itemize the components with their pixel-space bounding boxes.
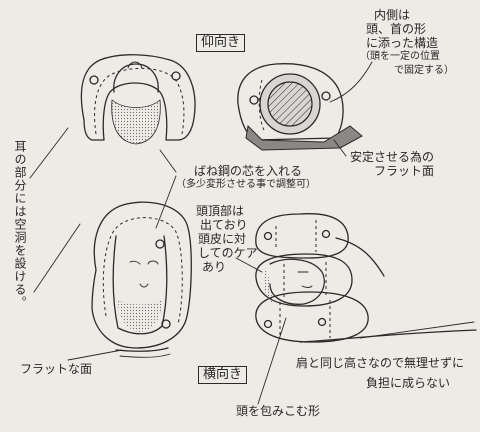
leader-flat [333,139,347,157]
cross-section-view [237,63,363,151]
leader-spring-bottom [155,175,177,229]
leader-ear-top [29,127,69,179]
wrap-head-note: 頭を包みこむ形 [236,404,321,418]
ear-hole-right-top [171,71,181,81]
inner-structure-note: 内側は 頭、首の形 に添った構造 （頭を一定の位置 で固定する） [360,8,454,76]
ear-hole-1-bottom [155,239,165,249]
shoulder-line [335,237,385,277]
upper-roll [255,213,349,259]
leader-ear-bottom [33,223,81,293]
stable-flat-note: 安定させる為の フラット面 [350,150,435,178]
lower-roll [255,291,369,343]
crown-care-note: 頭頂部は 出ており 頭皮に対 してのケア あり [196,204,258,274]
hair-stipple [111,99,161,145]
flat-base-bottom [115,347,169,352]
head-side [269,258,325,305]
spring-core-note: ばね鋼の芯を入れる （多少変形させる事で調整可） [176,164,316,190]
leader-wrap [257,317,287,405]
head-top [113,63,159,93]
head-section-hatched [267,81,313,127]
leader-inner [329,61,373,103]
leader-crown [235,257,263,273]
ear-hole-left-top [89,75,99,85]
head-bottom [112,235,168,335]
leader-flat-face [67,349,123,361]
supine-title: 仰向き [196,34,246,52]
stable-flat-base [245,124,363,151]
pillow-outline-bottom [91,201,192,349]
flat-surface-note: フラットな面 [20,362,93,376]
side-title: 横向き [198,366,248,384]
supine-top-view [80,54,196,145]
ear-space-note: 耳の部分には空洞を設ける。 [13,140,27,309]
side-lying-view [255,213,477,343]
ear-hole-2-bottom [161,319,171,329]
pillow-outline-top [80,54,196,141]
shoulder-height-note: 肩と同じ高さなので無理せずに 負担に成らない [296,356,465,390]
leader-spring-top [159,149,177,173]
crown-stipple-bottom [118,300,162,332]
dashed-inner-top [94,67,185,135]
supine-bottom-view [91,201,192,358]
floor-line [299,329,477,343]
